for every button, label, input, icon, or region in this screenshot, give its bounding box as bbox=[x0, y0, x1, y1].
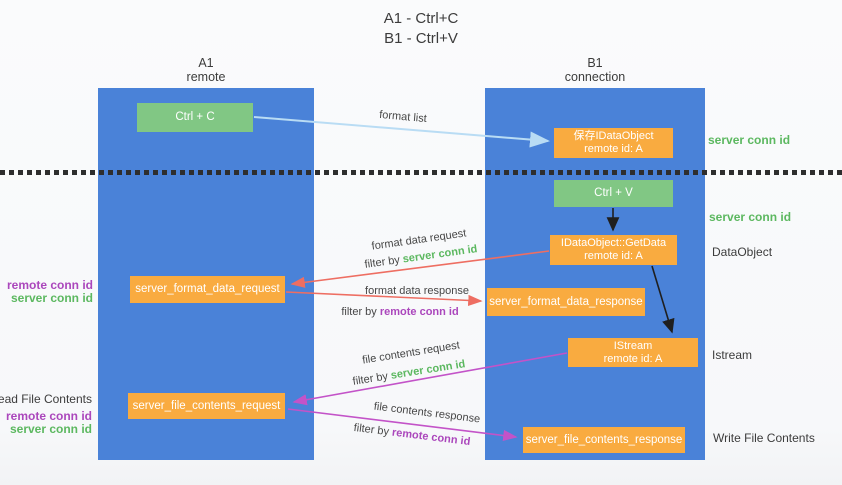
title-line-b: B1 - Ctrl+V bbox=[384, 30, 458, 47]
diagram-title: A1 - Ctrl+C B1 - Ctrl+V bbox=[0, 9, 842, 49]
node-server-file-contents-request-label: server_file_contents_request bbox=[132, 399, 281, 412]
lane-a-role: remote bbox=[186, 70, 226, 84]
server-conn-id-key: server conn id bbox=[389, 358, 467, 382]
node-server-format-data-response: server_format_data_response bbox=[487, 288, 645, 316]
remote-conn-id-key: remote conn id bbox=[391, 426, 471, 449]
filter-by-text: filter by bbox=[363, 253, 404, 271]
node-istream: IStream remote id: A bbox=[568, 338, 698, 367]
node-server-file-contents-request: server_file_contents_request bbox=[128, 393, 285, 419]
label-format-data-response: format data response bbox=[365, 285, 469, 297]
label-format-list: format list bbox=[378, 108, 428, 126]
lane-b-role: connection bbox=[564, 70, 626, 84]
left-remote-conn-id-1: remote conn id bbox=[6, 278, 93, 292]
node-ctrl-c-label: Ctrl + C bbox=[175, 111, 215, 123]
node-server-format-data-response-label: server_format_data_response bbox=[489, 295, 643, 308]
right-label-istream: Istream bbox=[712, 348, 753, 362]
filter-by-text: filter by bbox=[351, 369, 392, 388]
left-conn-id-block-file: Read File Contents remote conn id server… bbox=[0, 393, 92, 436]
node-save-idataobject-line1: 保存IDataObject bbox=[573, 130, 654, 142]
left-conn-id-block-format: remote conn id server conn id bbox=[7, 279, 93, 305]
left-server-conn-id-1: server conn id bbox=[10, 291, 93, 305]
right-label-server-conn-id-mid: server conn id bbox=[709, 210, 792, 224]
node-server-format-data-request-label: server_format_data_request bbox=[135, 283, 280, 295]
lane-a-name: A1 bbox=[198, 56, 214, 70]
node-ctrl-c: Ctrl + C bbox=[137, 103, 253, 132]
label-file-contents-response: file contents response bbox=[373, 400, 481, 426]
left-remote-conn-id-2: remote conn id bbox=[5, 409, 92, 423]
lane-b-name: B1 bbox=[587, 56, 603, 70]
node-ctrl-v-label: Ctrl + V bbox=[594, 187, 633, 199]
lane-b-header: B1 connection bbox=[485, 56, 705, 84]
phase-separator-dotted-line bbox=[0, 170, 842, 175]
filter-by-text: filter by bbox=[341, 306, 380, 318]
node-idataobject-getdata: IDataObject::GetData remote id: A bbox=[550, 235, 677, 265]
remote-conn-id-key: remote conn id bbox=[379, 306, 459, 318]
node-save-idataobject-line2: remote id: A bbox=[584, 143, 643, 155]
read-file-contents-label: Read File Contents bbox=[0, 392, 92, 406]
node-ctrl-v: Ctrl + V bbox=[554, 180, 673, 207]
node-server-file-contents-response: server_file_contents_response bbox=[523, 427, 685, 453]
node-istream-line2: remote id: A bbox=[603, 352, 663, 365]
left-server-conn-id-2: server conn id bbox=[9, 422, 92, 436]
node-server-file-contents-response-label: server_file_contents_response bbox=[525, 433, 683, 446]
filter-by-text: filter by bbox=[353, 421, 393, 439]
right-label-write-file-contents: Write File Contents bbox=[713, 431, 815, 445]
node-idataobject-getdata-line2: remote id: A bbox=[584, 250, 643, 262]
node-idataobject-getdata-line1: IDataObject::GetData bbox=[560, 237, 667, 249]
lane-a-header: A1 remote bbox=[96, 56, 316, 84]
title-line-a: A1 - Ctrl+C bbox=[383, 10, 459, 27]
node-save-idataobject: 保存IDataObject remote id: A bbox=[554, 128, 673, 158]
node-server-format-data-request: server_format_data_request bbox=[130, 276, 285, 303]
right-label-dataobject: DataObject bbox=[712, 245, 773, 259]
label-format-data-response-filter: filter by remote conn id bbox=[341, 306, 458, 318]
right-label-server-conn-id-top: server conn id bbox=[708, 133, 791, 147]
label-file-contents-response-filter: filter by remote conn id bbox=[353, 422, 471, 448]
node-istream-line1: IStream bbox=[613, 339, 653, 352]
